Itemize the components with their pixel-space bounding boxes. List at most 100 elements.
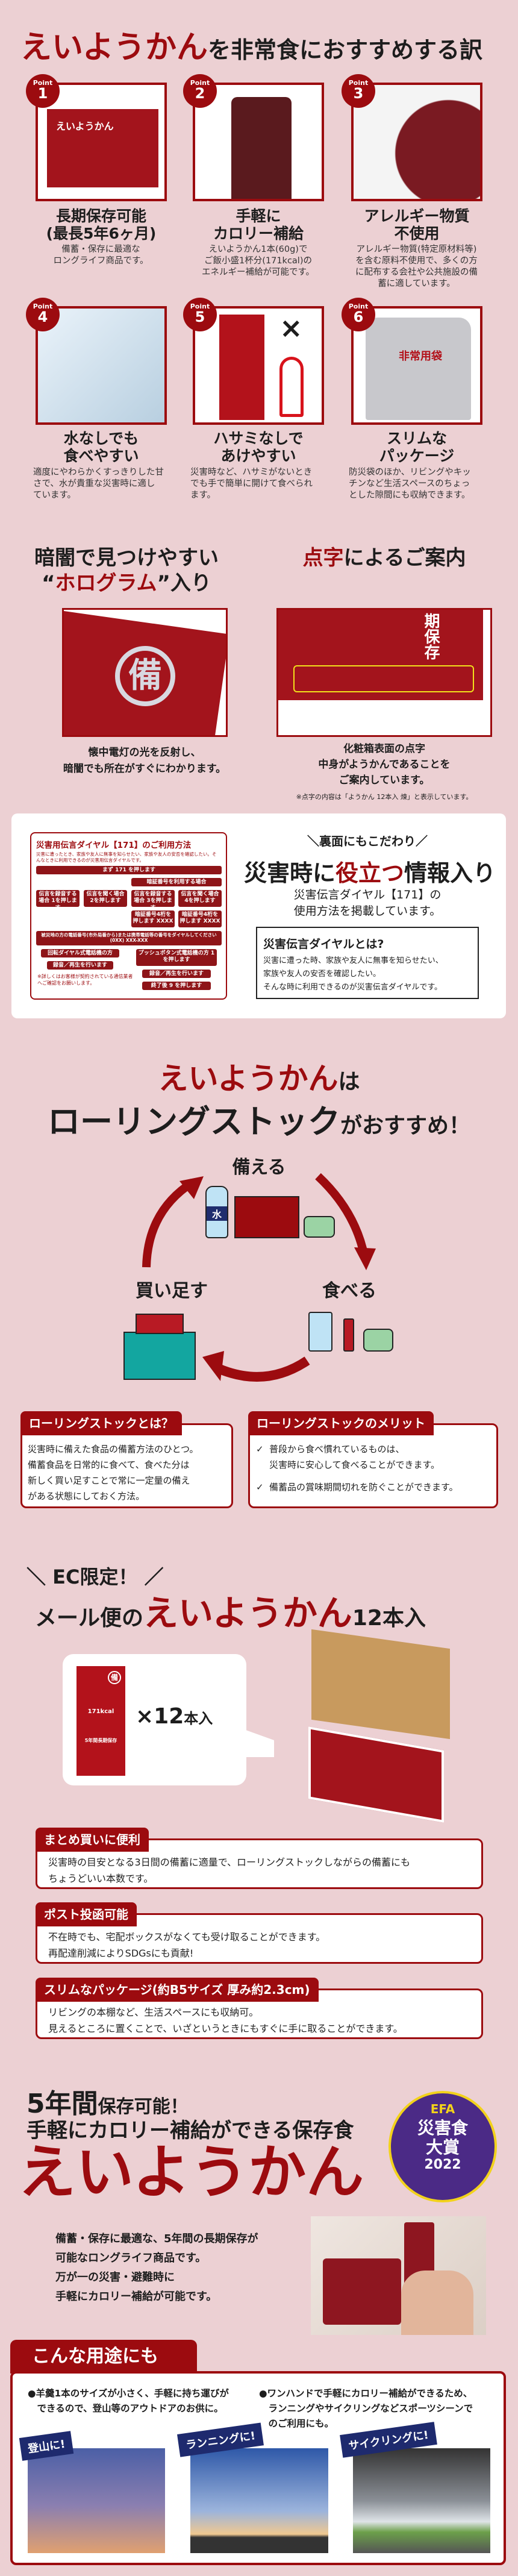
point-desc: えいようかん1本(60g)で ご飯小盛1杯分(171kcal)の エネルギー補給… <box>201 245 315 277</box>
rolling-title-brand: えいようかん <box>158 1061 339 1096</box>
point-desc: 適度にやわらかくすっきりした甘 さで、水が貴重な災害時に適し ています。 <box>33 468 164 500</box>
point-illustration <box>366 318 471 420</box>
braille-heading: 点字によるご案内 <box>276 545 492 571</box>
cycle-prepare: 備える <box>232 1157 286 1178</box>
quote-mark: ” <box>157 571 170 595</box>
dial-tagline: ＼裏面にもこだわり／ <box>307 834 428 848</box>
hand-holding-yokan-photo <box>311 2216 486 2335</box>
rolling-what-body: 災害時に備えた食品の備蓄方法のひとつ。 備蓄食品を日常的に食べて、食べた分は 新… <box>28 1444 199 1502</box>
dial-heading-b: 役立つ <box>335 860 405 886</box>
hero-brand: えいようかん <box>18 2139 364 2206</box>
dial-tagline-text: 裏面にもこだわり <box>319 834 416 848</box>
dial-diagram-intro: 災害に遭ったとき、家族や友人に無事を知らせたい、家族や友人の安否を確認したい。そ… <box>36 851 217 863</box>
stick-storage: 5年間長期保存 <box>84 1738 117 1743</box>
dial-phone: 被災地の方の電話番号(市外局番から)または携帯電話等の番号をダイヤルしてください… <box>36 931 222 945</box>
arrow-prepare-to-eat <box>315 1173 369 1258</box>
hero-years-value: 5年間 <box>27 2089 98 2119</box>
point-illustration <box>231 97 292 199</box>
point-title: 手軽に カロリー補給 <box>213 207 304 242</box>
hologram-suffix: 入り <box>170 571 211 595</box>
dial-rotary-next: 録音／再生を行います <box>47 961 113 970</box>
point-illustration <box>47 109 158 187</box>
yokan-stick-icon <box>343 1318 354 1352</box>
rolling-title-line2: ローリングストックがおすすめ！ <box>0 1095 518 1142</box>
braille-box-text: 期保存 <box>422 613 440 660</box>
point-badge-label: Point <box>190 79 210 87</box>
check-icon: ✓ <box>256 1444 264 1455</box>
uses-bullet: ●ワンハンドで手軽にカロリー補給ができるため、 ランニングやサイクリングなどスポ… <box>259 2388 473 2429</box>
point-image-3 <box>351 83 482 201</box>
box-brand: えいようかん <box>56 121 114 132</box>
point-image-4 <box>36 306 167 425</box>
point-badge-number: 6 <box>353 309 364 325</box>
basket-items <box>136 1314 184 1334</box>
point-badge-label: Point <box>33 79 53 87</box>
dial-step-first: まず 171 を押します <box>36 866 222 874</box>
ec-limited-text: EC限定！ <box>52 1565 138 1588</box>
dial-note: ※詳しくはお客様が契約されている通信業者へご確認をお願いします。 <box>37 974 133 986</box>
mail-feature-title: スリムなパッケージ(約B5サイズ 厚み約2.3cm) <box>36 1978 319 2002</box>
point-badge-number: 5 <box>195 309 205 325</box>
mail-box-photo <box>305 1629 453 1823</box>
reasons-title: えいようかんを非常食におすすめする訳 <box>20 22 502 67</box>
braille-highlight-frame <box>293 665 474 692</box>
dial-option: 伝言を録音する場合 1を押します <box>36 890 80 911</box>
braille-heading-rest: によるご案内 <box>343 546 466 570</box>
braille-image: 期保存 <box>276 608 492 737</box>
check-icon: ✓ <box>256 1482 264 1493</box>
count-label: ×12本入 <box>136 1704 213 1729</box>
shopping-basket-icon <box>123 1332 196 1380</box>
dial-push-next: 録音／再生を行います <box>142 970 211 978</box>
dial-option: 伝言を聞く場合 2を押します <box>84 890 127 907</box>
arrow-restock-to-prepare <box>142 1179 195 1268</box>
hero-desc: 備蓄・保存に最適な、5年間の長期保存が 可能なロングライフ商品です。 万が一の災… <box>55 2233 258 2303</box>
ec-limited: ＼ EC限定！ ／ <box>27 1565 164 1588</box>
cycling-photo <box>353 2448 490 2553</box>
dial-pin-case: 暗証番号を利用する場合 <box>131 878 222 886</box>
point-image-1: えいようかん <box>36 83 167 201</box>
product-box-icon <box>234 1196 299 1238</box>
rolling-title-line1: えいようかんは <box>0 1055 518 1098</box>
stick-mark: 備 <box>108 1671 121 1684</box>
point-desc: 防災袋のほか、リビングやキッ チンなど生活スペースのちょっ とした隙間にも収納で… <box>349 468 471 500</box>
point-title: 水なしでも 食べやすい <box>63 430 139 465</box>
mail-feature-body: リビングの本棚など、生活スペースにも収納可。 見えるところに置くことで、いざとい… <box>48 2007 403 2034</box>
dial-what-body: 災害に遭った時、家族や友人に無事を知らせたい、 家族や友人の安否を確認したい。 … <box>263 956 443 992</box>
dial-heading: 災害時に役立つ情報入り <box>244 854 496 888</box>
braille-highlight: 点字 <box>302 546 344 570</box>
glass-icon <box>308 1312 332 1352</box>
dial-rotary: 回転ダイヤル式電話機の方 <box>41 949 119 957</box>
mail-title: メール便のえいようかん12本入 <box>35 1585 426 1635</box>
hologram-heading: 暗闇で見つけやすい “ホログラム”入り <box>24 545 229 596</box>
rolling-merit-item: ✓備蓄品の賞味期間切れを防ぐことができます。 <box>256 1479 458 1495</box>
arrow-head <box>202 1351 224 1381</box>
water-label: 水 <box>207 1206 227 1221</box>
uses-tab: こんな用途にも <box>10 2340 197 2374</box>
mail-feature-title: ポスト投函可能 <box>36 1902 137 1926</box>
point-illustration <box>38 309 164 422</box>
mail-title-suffix: 12本入 <box>352 1606 426 1631</box>
point-image-5: × <box>193 306 324 425</box>
rolling-title-main: ローリングストック <box>47 1103 340 1141</box>
dial-option: 伝言を録音する場合 3を押します <box>131 890 175 911</box>
uses-bullet: ●羊羹1本のサイズが小さく、手軽に持ち運びが できるので、登山等のアウトドアのお… <box>28 2388 229 2414</box>
hologram-highlight: ホログラム <box>55 571 157 595</box>
hologram-image: 備 <box>62 608 228 737</box>
dial-what-box: 災害伝言ダイヤルとは? 災害に遭った時、家族や友人に無事を知らせたい、 家族や友… <box>256 927 479 999</box>
arrow-head <box>179 1176 204 1199</box>
hero-years: 5年間保存可能！ <box>27 2082 189 2120</box>
canned-food-icon <box>304 1216 335 1238</box>
award-line2: 大賞 <box>425 2137 460 2157</box>
point-badge-number: 1 <box>37 85 48 102</box>
dial-heading-c: 情報入り <box>404 860 496 886</box>
braille-caption: 化粧箱表面の点字 中身がようかんであることを ご案内しています。 <box>318 743 451 786</box>
point-title: 長期保存可能 (最長5年6ヶ月) <box>46 207 157 242</box>
award-org: EFA <box>430 2102 455 2116</box>
point-title: ハサミなしで あけやすい <box>213 430 304 465</box>
arrow-eat-to-restock <box>214 1356 310 1382</box>
